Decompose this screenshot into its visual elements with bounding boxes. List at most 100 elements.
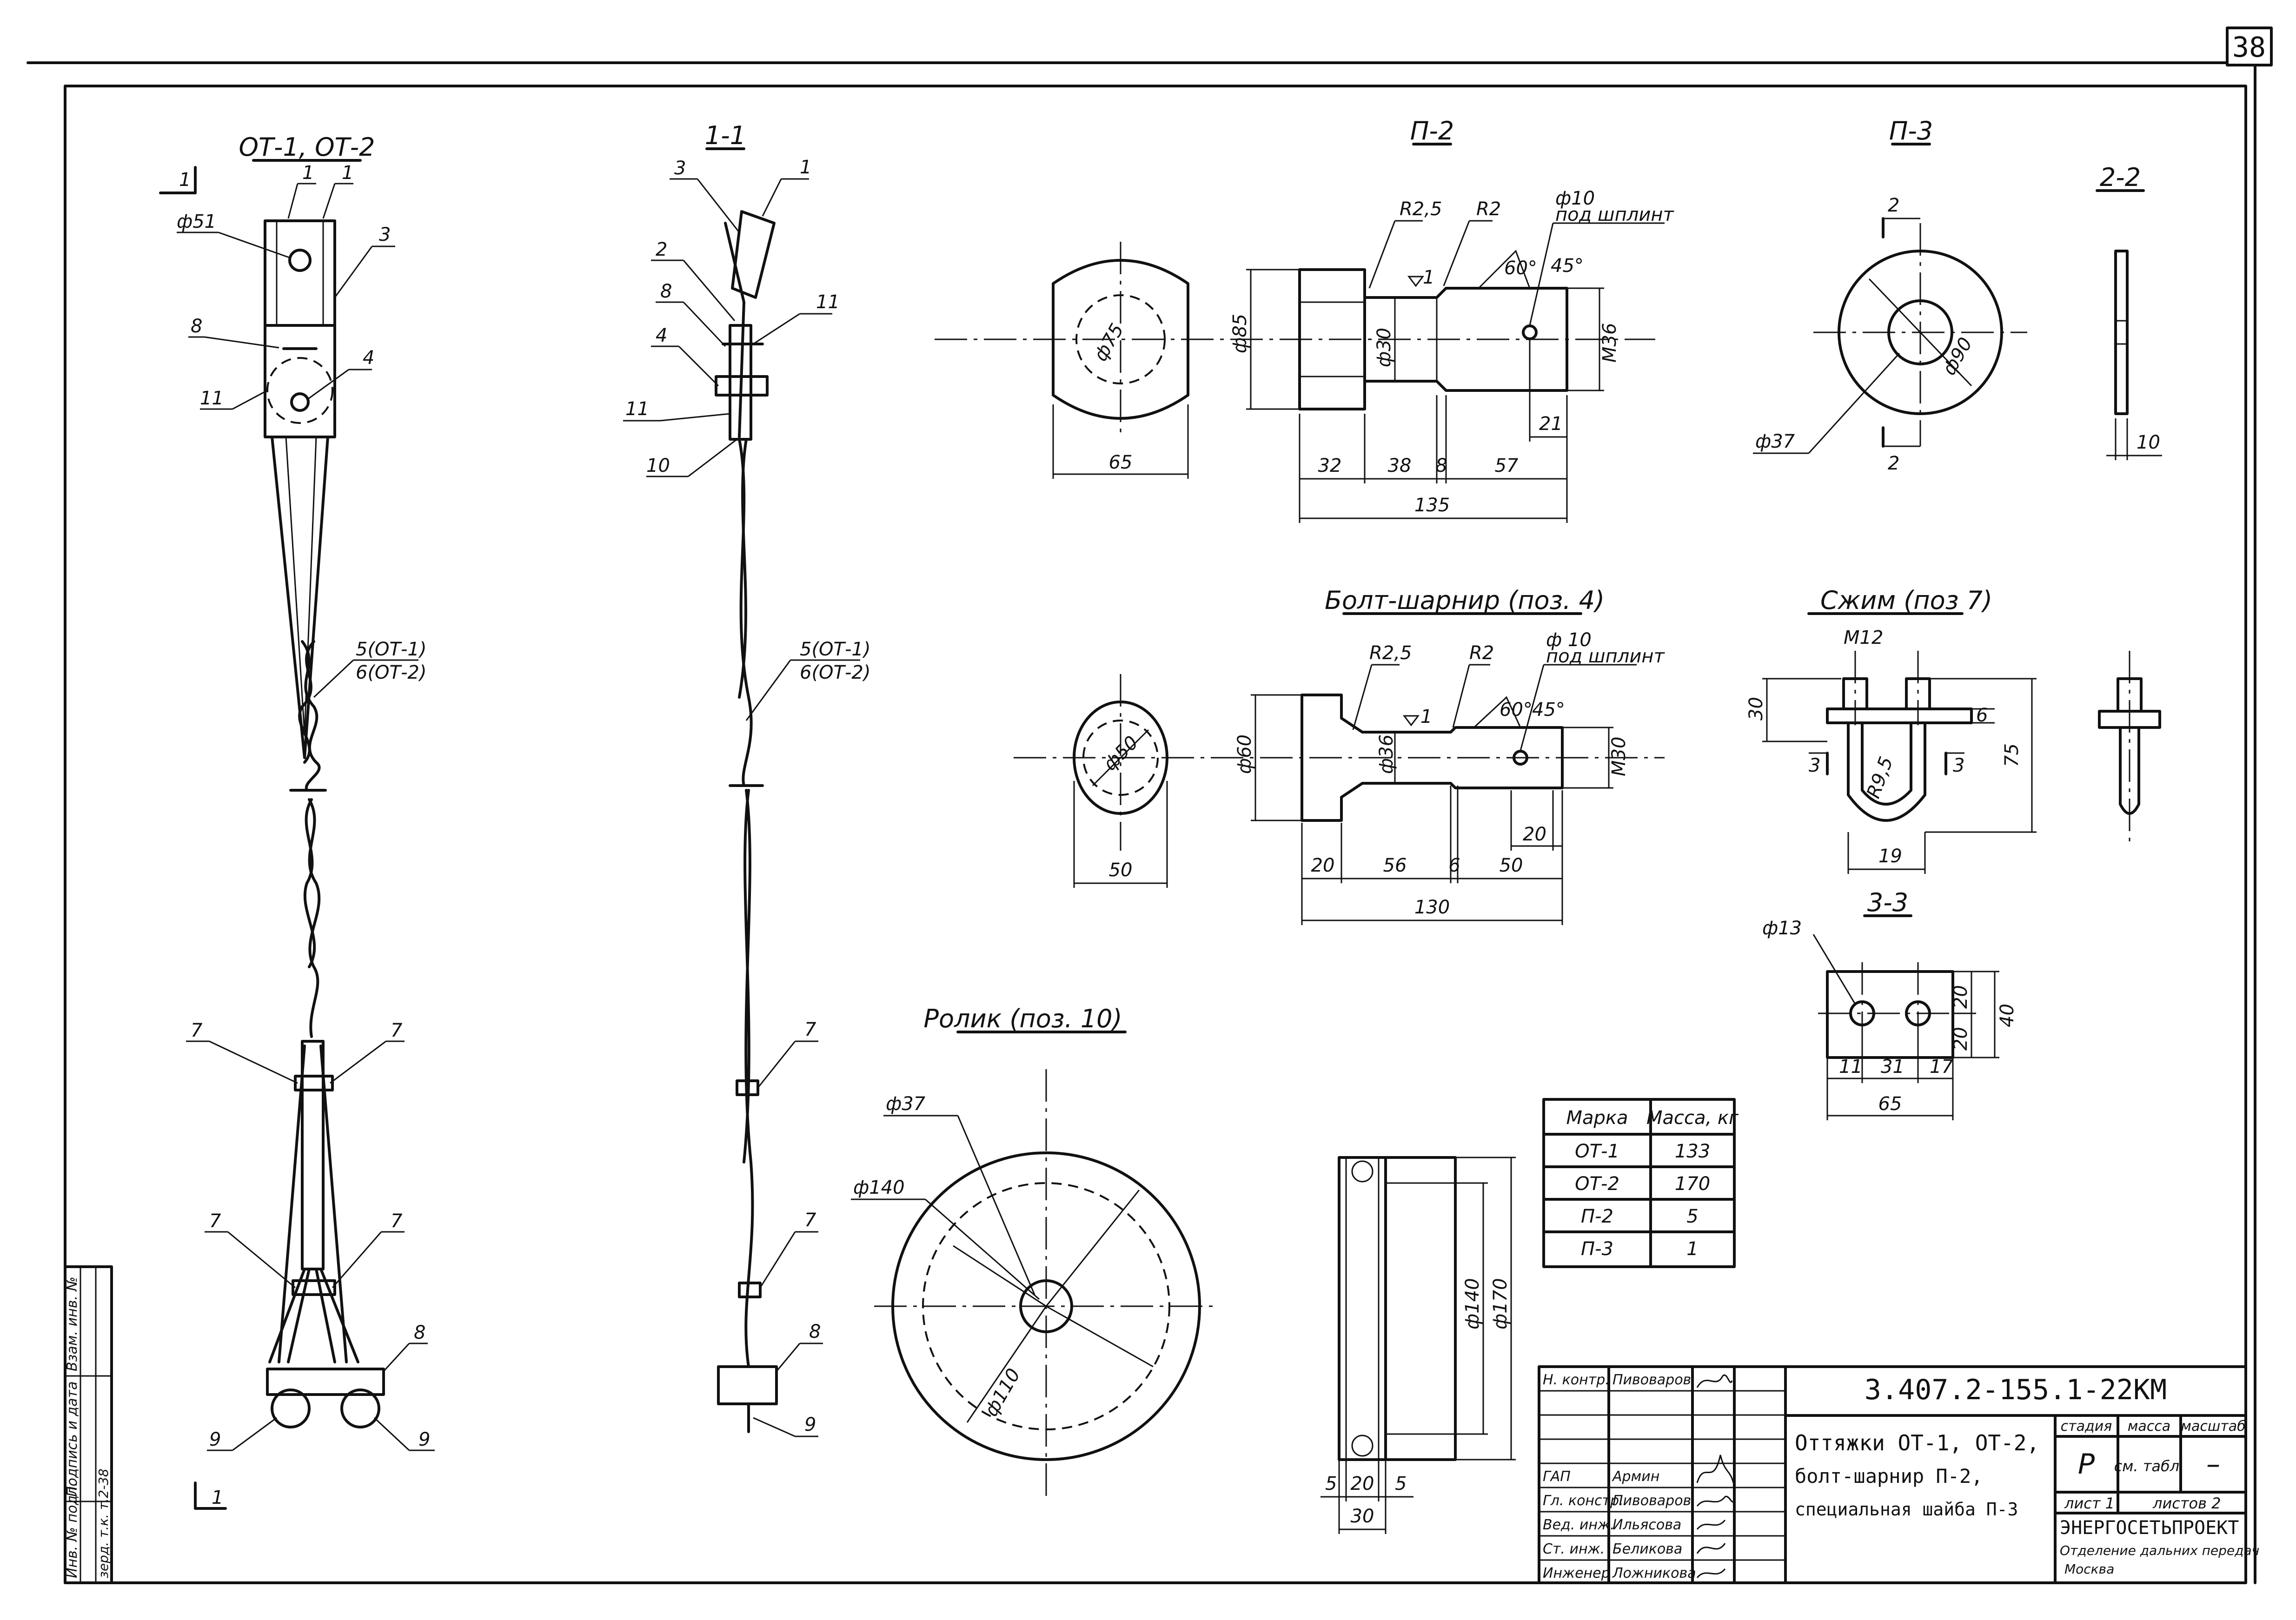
view-title-3-3: 3-3 [1867, 888, 1908, 917]
handwritten-signature [1696, 1520, 1726, 1530]
clamp-dim-30: 30 [1745, 697, 1767, 721]
s33-phi13: ф13 [1762, 918, 1802, 939]
title-block-sheet: лист 1 [2064, 1494, 2115, 1512]
s11-pos7-b: 7 [804, 1210, 816, 1231]
s33-dim-20b: 20 [1950, 1027, 1971, 1051]
view-title-p2: П-2 [1410, 116, 1454, 145]
s11-pos6: 6(ОТ-2) [800, 662, 870, 683]
roller-phi140-side: ф140 [1462, 1278, 1483, 1329]
p2-dim-135: 135 [1414, 495, 1450, 516]
roller-dim-30: 30 [1351, 1506, 1374, 1527]
sig-role: Гл. констр. [1543, 1493, 1624, 1509]
sig-name: Беликова [1613, 1541, 1682, 1557]
view-roller: Ролик (поз. 10) ф37 ф140 ф110 ф140 ф170 [851, 1004, 1516, 1534]
p3-cut-2-top: 2 [1888, 195, 1899, 216]
roller-phi170: ф170 [1490, 1278, 1511, 1329]
view-bolt: Болт-шарнир (поз. 4) ф50 50 ф60 ф36 M30 … [1014, 586, 1665, 925]
bolt-roughness: 1 [1420, 706, 1432, 727]
s33-dim-11: 11 [1839, 1056, 1863, 1078]
sig-role: Ст. инж. [1543, 1541, 1605, 1557]
title-block-stage-value: Р [2078, 1448, 2095, 1481]
s33-dim-20a: 20 [1950, 985, 1971, 1009]
handwritten-signature [1696, 1455, 1734, 1483]
roller-dim-5b: 5 [1395, 1473, 1407, 1494]
p2-phi85: ф85 [1229, 314, 1251, 353]
clamp-cut-3-right: 3 [1953, 755, 1964, 776]
s22-dim-10: 10 [2137, 432, 2160, 453]
p2-roughness: 1 [1423, 267, 1434, 288]
s11-pos3: 3 [674, 158, 686, 179]
p2-dim-38: 38 [1388, 455, 1412, 476]
ot-pos6: 6(ОТ-2) [356, 662, 426, 683]
org-dept: Отделение дальних передач [2060, 1543, 2259, 1558]
mass-table-cell: 133 [1675, 1141, 1710, 1162]
sheet-frame: 38 [27, 26, 2273, 1584]
sig-role: Инженер [1543, 1565, 1610, 1581]
clamp-m12: M12 [1844, 627, 1883, 648]
handwritten-signature [1696, 1543, 1726, 1554]
s11-pos5: 5(ОТ-1) [800, 639, 870, 660]
view-title-1-1: 1-1 [705, 121, 746, 150]
p2-r25: R2,5 [1400, 198, 1442, 220]
ot-pos5: 5(ОТ-1) [356, 639, 426, 660]
sig-name: Пивоваров [1613, 1493, 1691, 1509]
sig-role: Вед. инж. [1543, 1517, 1615, 1533]
s11-pos11-b: 11 [625, 398, 649, 420]
side-stamp-note: зерд. т.к. т.2-38 [96, 1468, 111, 1578]
s11-pos11-a: 11 [816, 291, 840, 313]
ot-pos9-a: 9 [209, 1429, 221, 1450]
view-section-3-3: 3-3 ф13 20 20 40 11 31 17 65 [1762, 888, 2018, 1120]
bolt-under-pin: под шплинт [1546, 646, 1665, 667]
p2-dim-65: 65 [1109, 452, 1133, 473]
ot-pos7-b: 7 [391, 1020, 403, 1041]
bolt-dim-20b: 20 [1523, 824, 1546, 845]
cut-mark-bottom: 1 [212, 1487, 223, 1508]
p2-under-pin: под шплинт [1555, 204, 1674, 225]
mass-table-header-mass: Масса, кг [1646, 1107, 1739, 1129]
ot-phi51: ф51 [177, 211, 216, 232]
s11-pos10: 10 [646, 455, 670, 476]
mass-table-cell: П-2 [1581, 1206, 1613, 1227]
mass-table: Марка Масса, кг ОТ-1 133 ОТ-2 170 П-2 5 … [1542, 1098, 1739, 1268]
title-block-mass-value: см. табл. [2114, 1457, 2184, 1475]
s11-pos8: 8 [660, 281, 672, 302]
bolt-dim-20: 20 [1311, 855, 1335, 876]
ot-pos4: 4 [363, 347, 374, 369]
s11-pos1: 1 [800, 157, 811, 178]
sig-name: Пивоваров [1613, 1372, 1691, 1388]
view-section-2-2: 2-2 10 [2096, 163, 2162, 460]
bolt-phi10: ф 10 [1546, 629, 1592, 651]
s11-pos9: 9 [804, 1414, 816, 1435]
drawing-title-line-3: специальная шайба П-3 [1795, 1499, 2018, 1520]
bolt-phi36: ф36 [1376, 734, 1397, 774]
p2-r2: R2 [1476, 198, 1501, 220]
mass-table-cell: 1 [1686, 1238, 1698, 1260]
s33-dim-40: 40 [1997, 1004, 2018, 1027]
ot-pos8: 8 [191, 316, 202, 337]
p2-dim-8: 8 [1435, 455, 1447, 476]
view-clamp: Сжим (поз 7) M12 30 6 75 R9,5 19 3 3 [1745, 586, 2161, 874]
title-block-stage-header: стадия [2061, 1418, 2112, 1435]
mass-table-header-mark: Марка [1566, 1107, 1628, 1129]
p2-m36: M36 [1599, 323, 1620, 363]
sig-role: ГАП [1543, 1468, 1571, 1485]
view-ot: ОТ-1, ОТ-2 1 1 1 ф51 3 8 11 4 [159, 132, 435, 1510]
s11-pos7-a: 7 [804, 1019, 816, 1040]
p2-phi75: ф75 [1090, 320, 1128, 365]
document-code: 3.407.2-155.1-22КМ [1865, 1374, 2167, 1406]
mass-table-cell: ОТ-1 [1575, 1141, 1619, 1162]
p2-dim-21: 21 [1539, 413, 1563, 435]
side-stamp-sign: Подпись и дата [64, 1382, 80, 1497]
bolt-m30: M30 [1608, 737, 1630, 776]
p2-angle-60: 60° [1504, 258, 1537, 279]
page-number: 38 [2232, 31, 2266, 64]
s33-dim-31: 31 [1881, 1056, 1904, 1078]
view-section-1-1: 1-1 3 1 2 8 11 4 11 10 5(ОТ-1) 6(ОТ-2) 7 [623, 121, 870, 1437]
mass-table-cell: 170 [1675, 1173, 1710, 1195]
sig-name: Ильясова [1613, 1517, 1681, 1533]
view-title-p3: П-3 [1889, 116, 1933, 145]
p3-phi37: ф37 [1755, 431, 1795, 452]
view-title-2-2: 2-2 [2100, 163, 2141, 192]
handwritten-signature [1696, 1374, 1733, 1388]
bolt-phi50-front: ф50 [1100, 732, 1143, 775]
